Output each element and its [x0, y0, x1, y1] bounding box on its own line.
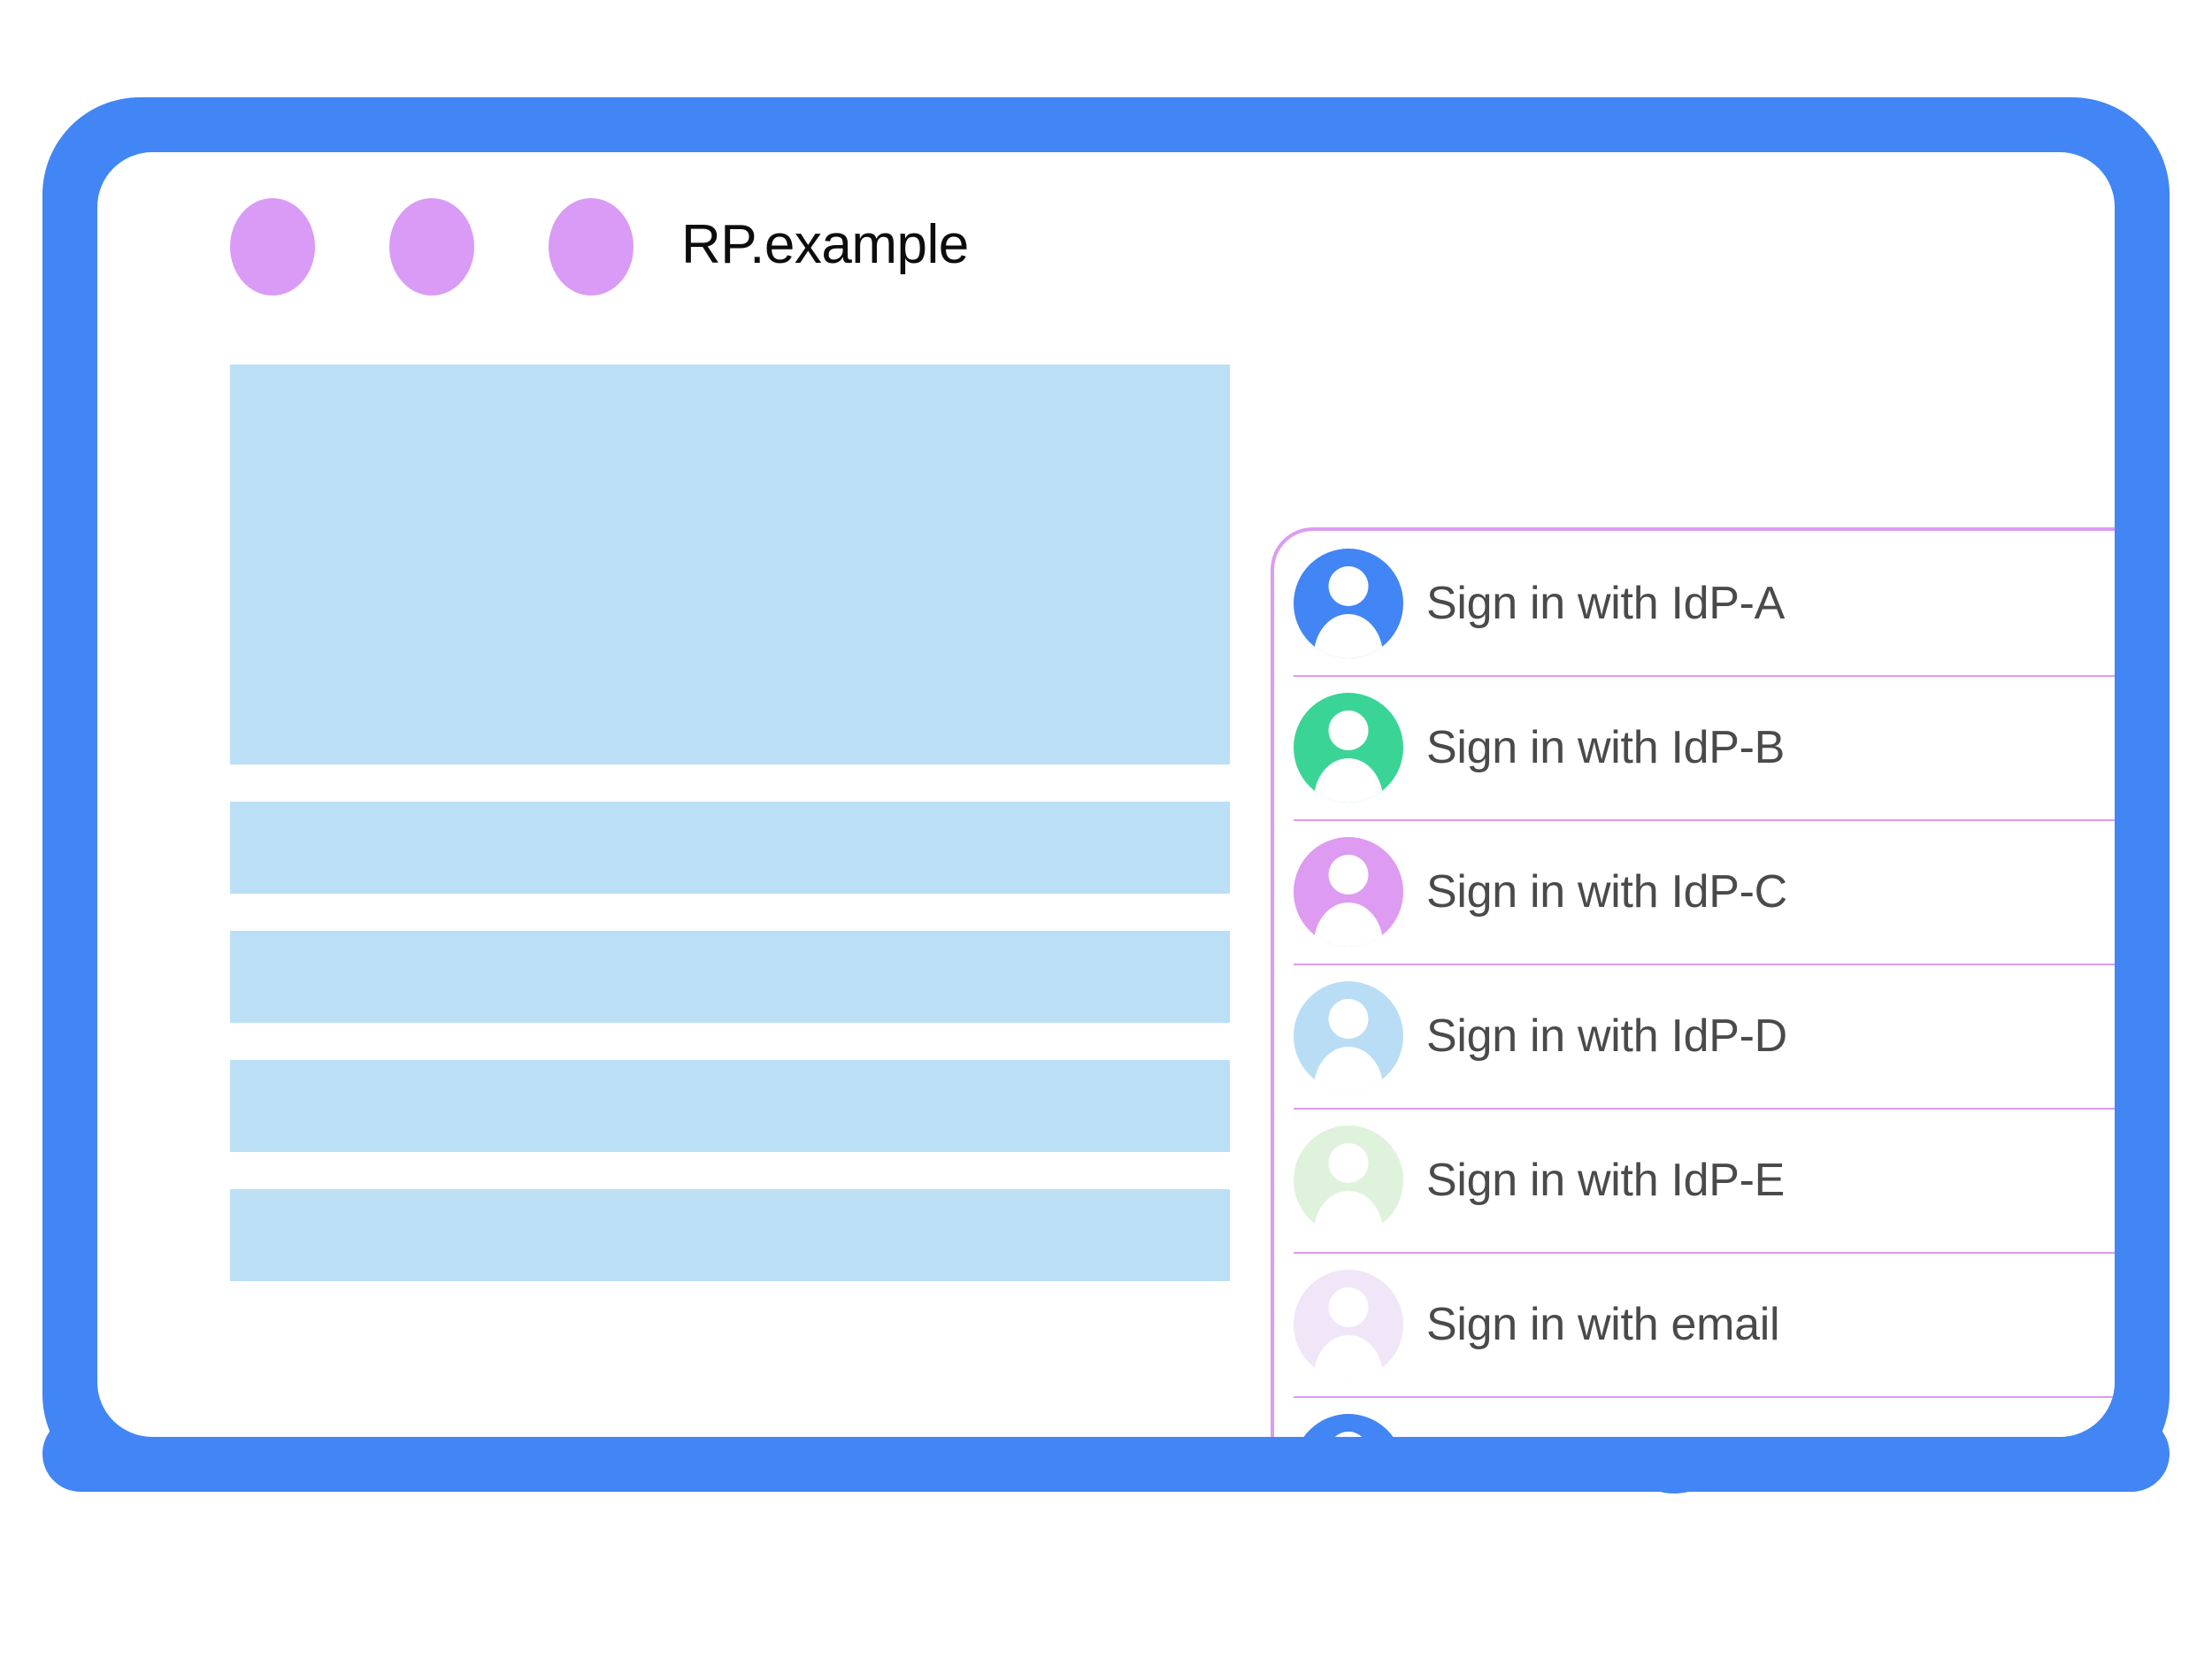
avatar-body-shape: [1314, 1334, 1383, 1379]
account-avatar-icon: [1294, 548, 1403, 658]
window-dot-2-icon[interactable]: [389, 198, 474, 296]
avatar-head-shape: [1328, 854, 1369, 895]
window-dot-3-icon[interactable]: [549, 198, 634, 296]
page-content-placeholders: [230, 365, 1230, 1318]
signin-option-label: Sign in with IdP-D: [1426, 1010, 1787, 1062]
avatar-head-shape: [1328, 565, 1369, 606]
signin-option-row[interactable]: Sign in with IdP-E: [1274, 1108, 2115, 1252]
account-chooser-list: Sign in with IdP-A Sign in with IdP-B Sign…: [1274, 531, 2115, 1437]
account-chooser-panel: Sign in with IdP-A Sign in with IdP-B Sign…: [1271, 527, 2115, 1437]
account-avatar-icon: [1294, 1269, 1403, 1379]
content-line-placeholder-1: [230, 802, 1230, 894]
account-avatar-icon: [1294, 980, 1403, 1091]
signin-option-row[interactable]: Sign in with IdP-C: [1274, 819, 2115, 964]
content-line-placeholder-2: [230, 931, 1230, 1023]
signin-option-label: Sign in with IdP-E: [1426, 1154, 1786, 1206]
content-line-placeholder-3: [230, 1060, 1230, 1152]
avatar-head-shape: [1328, 1142, 1369, 1183]
avatar-head-shape: [1328, 998, 1369, 1039]
avatar-head-shape: [1328, 710, 1369, 750]
window-dot-1-icon[interactable]: [230, 198, 315, 296]
signin-option-row[interactable]: Sign in with IdP-A: [1274, 531, 2115, 675]
browser-titlebar: RP.example: [97, 152, 2115, 329]
page-title: RP.example: [681, 214, 969, 275]
account-avatar-icon: [1294, 1413, 1403, 1437]
signin-option-row[interactable]: Sign in with IdP-B: [1274, 675, 2115, 819]
avatar-body-shape: [1314, 1190, 1383, 1235]
avatar-body-shape: [1314, 902, 1383, 947]
signin-option-row[interactable]: Sign in with IdP-D: [1274, 964, 2115, 1108]
signin-option-label: Sign in with IdP-A: [1426, 577, 1786, 629]
signin-option-label: Sign in with IdP-B: [1426, 721, 1786, 773]
avatar-body-shape: [1314, 1046, 1383, 1091]
account-avatar-icon: [1294, 836, 1403, 947]
avatar-body-shape: [1314, 613, 1383, 658]
avatar-head-shape: [1328, 1431, 1369, 1437]
signin-option-row[interactable]: Sign in with SMS: [1274, 1396, 2115, 1437]
signin-option-label: Sign in with IdP-C: [1426, 865, 1787, 918]
account-avatar-icon: [1294, 1125, 1403, 1235]
avatar-body-shape: [1314, 757, 1383, 803]
signin-option-label: Sign in with email: [1426, 1298, 1780, 1350]
content-line-placeholder-4: [230, 1189, 1230, 1281]
signin-option-row[interactable]: Sign in with email: [1274, 1252, 2115, 1396]
account-avatar-icon: [1294, 692, 1403, 803]
content-hero-placeholder: [230, 365, 1230, 764]
avatar-head-shape: [1328, 1286, 1369, 1327]
